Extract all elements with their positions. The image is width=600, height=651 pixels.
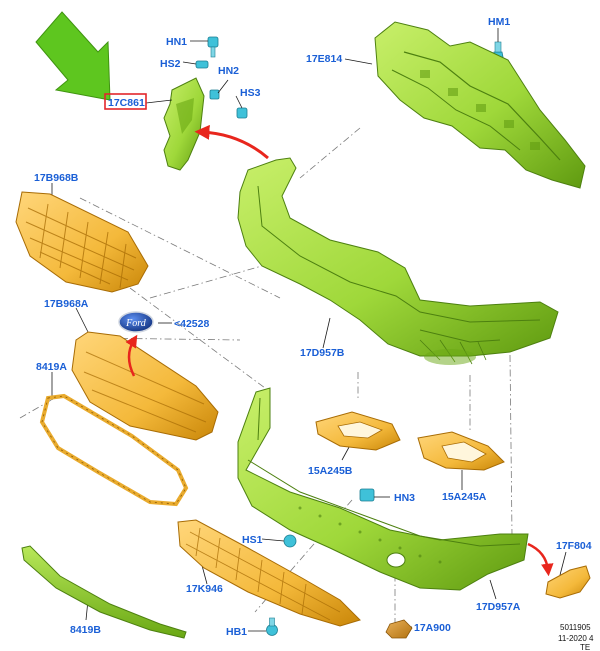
lower-grille-17k946: [177, 519, 361, 627]
label-17d957a: 17D957A: [476, 601, 521, 613]
bracket-17c861: [163, 77, 205, 171]
bezel-15a245a: [417, 431, 505, 471]
label-17f804: 17F804: [556, 540, 592, 552]
red-arrow-bracket: [194, 124, 269, 160]
fastener-hn1: [207, 36, 219, 58]
svg-text:Ford: Ford: [125, 318, 147, 329]
fastener-hn3: [359, 488, 375, 502]
highlight-box: [104, 93, 147, 110]
label-8419b: 8419B: [70, 624, 101, 636]
label-hb1: HB1: [226, 626, 247, 638]
footer-date: 11-2020 4: [558, 634, 594, 643]
bracket-17f804: [545, 565, 591, 599]
frame-8419a: [39, 393, 189, 507]
label-17c861: 17C861: [108, 97, 145, 109]
label-hn2: HN2: [218, 65, 239, 77]
lower-bumper-17d957a: [237, 387, 529, 591]
footer-extra: TE: [580, 643, 590, 651]
label-17b968a: 17B968A: [44, 298, 89, 310]
bezel-15a245b: [315, 411, 401, 451]
upper-fascia-17d957b: [237, 157, 559, 365]
label-15a245a: 15A245A: [442, 491, 487, 503]
red-arrow-emblem: [125, 334, 138, 377]
grille-17b968a: [71, 331, 219, 441]
grille-17b968b: [15, 191, 149, 293]
fastener-hs1: [283, 534, 297, 548]
fastener-hb1: [266, 617, 278, 636]
reinforcement-17e814: [374, 21, 586, 189]
red-arrow-bracket-17f804: [527, 542, 554, 577]
fastener-hs3: [236, 107, 248, 119]
label-17d957b: 17D957B: [300, 347, 345, 359]
label-17e814: 17E814: [306, 53, 342, 65]
green-pointer-arrow: [35, 11, 111, 101]
label-hn1: HN1: [166, 36, 187, 48]
label-hs2: HS2: [160, 58, 181, 70]
molding-8419b: [21, 545, 187, 639]
footer-code: 5011905: [560, 623, 591, 632]
label-17k946: 17K946: [186, 583, 223, 595]
fastener-hs2: [195, 60, 209, 69]
cover-17a900: [385, 619, 413, 639]
label-17b968b: 17B968B: [34, 172, 79, 184]
label-15a245b: 15A245B: [308, 465, 353, 477]
label-42528: <42528: [174, 318, 209, 330]
label-hs3: HS3: [240, 87, 261, 99]
label-hm1: HM1: [488, 16, 510, 28]
label-hs1: HS1: [242, 534, 263, 546]
label-hn3: HN3: [394, 492, 415, 504]
label-8419a: 8419A: [36, 361, 67, 373]
fastener-hn2: [209, 89, 220, 100]
ford-emblem: Ford: [118, 311, 154, 333]
label-17a900: 17A900: [414, 622, 451, 634]
